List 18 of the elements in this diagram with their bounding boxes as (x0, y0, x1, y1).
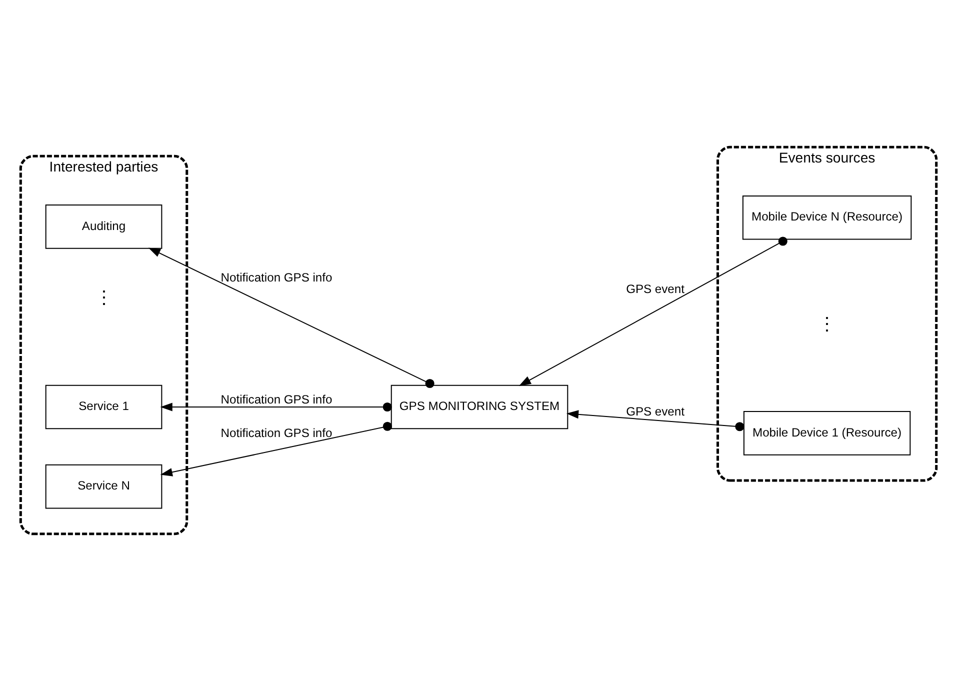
node-box: Auditing (45, 204, 162, 249)
edge-label: Notification GPS info (220, 426, 332, 440)
arrow (518, 236, 788, 386)
node-box: Mobile Device N (Resource) (742, 195, 912, 240)
node-box: Service 1 (45, 384, 162, 430)
edge-label: Notification GPS info (220, 270, 332, 285)
arrow (148, 248, 434, 388)
arrow (160, 422, 392, 476)
label: ⋮ (94, 288, 113, 308)
label: ⋮ (818, 314, 836, 334)
edge-label: Notification GPS info (220, 392, 332, 407)
node-box: Mobile Device 1 (Resource) (743, 411, 911, 456)
arrow (566, 410, 744, 432)
node-box: GPS MONITORING SYSTEM (390, 384, 568, 430)
arrow (160, 402, 392, 412)
edge-label: GPS event (626, 404, 684, 419)
edge-label: GPS event (626, 282, 684, 296)
node-box: Service N (45, 464, 162, 509)
